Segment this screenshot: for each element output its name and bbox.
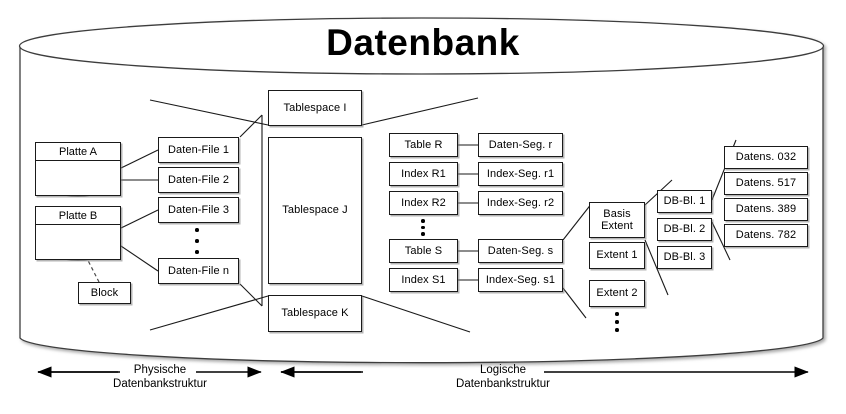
footer-physical-line1: Physische xyxy=(133,364,187,376)
segment-index-r2[interactable]: Index-Seg. r2 xyxy=(478,191,563,215)
segment-daten-s[interactable]: Daten-Seg. s xyxy=(478,239,563,263)
disk-platte-b-label: Platte B xyxy=(36,207,120,225)
extents-ellipsis-icon xyxy=(614,312,620,332)
tablespace-j[interactable]: Tablespace J xyxy=(268,137,362,284)
data-file-1[interactable]: Daten-File 1 xyxy=(158,137,239,163)
record-389[interactable]: Datens. 389 xyxy=(724,198,808,221)
object-table-r[interactable]: Table R xyxy=(389,133,458,157)
segment-index-r1[interactable]: Index-Seg. r1 xyxy=(478,162,563,186)
record-517[interactable]: Datens. 517 xyxy=(724,172,808,195)
db-block-2[interactable]: DB-Bl. 2 xyxy=(657,218,712,241)
extent-basis-line1: Basis xyxy=(603,207,631,220)
object-index-s1[interactable]: Index S1 xyxy=(389,268,458,292)
disk-platte-b[interactable]: Platte B xyxy=(35,206,121,260)
tablespace-i[interactable]: Tablespace I xyxy=(268,90,362,126)
segment-index-s1[interactable]: Index-Seg. s1 xyxy=(478,268,563,292)
db-block-3[interactable]: DB-Bl. 3 xyxy=(657,246,712,269)
disk-platte-a-body xyxy=(36,161,120,196)
footer-logical-label: Logische Datenbankstruktur xyxy=(443,363,563,392)
record-032[interactable]: Datens. 032 xyxy=(724,146,808,169)
object-index-r1[interactable]: Index R1 xyxy=(389,162,458,186)
objects-ellipsis-icon xyxy=(420,219,426,236)
connector-lines xyxy=(120,97,737,333)
footer-logical-line2: Datenbankstruktur xyxy=(456,378,550,391)
extent-1[interactable]: Extent 1 xyxy=(589,242,645,269)
data-file-3[interactable]: Daten-File 3 xyxy=(158,197,239,223)
footer-physical-line2: Datenbankstruktur xyxy=(113,378,207,391)
extent-basis[interactable]: Basis Extent xyxy=(589,202,645,238)
disk-platte-b-body xyxy=(36,225,120,260)
extent-basis-line2: Extent xyxy=(601,220,633,232)
data-file-2[interactable]: Daten-File 2 xyxy=(158,167,239,193)
page-title: Datenbank xyxy=(326,22,520,63)
record-782[interactable]: Datens. 782 xyxy=(724,224,808,247)
footer-physical-label: Physische Datenbankstruktur xyxy=(100,363,220,392)
segment-daten-r[interactable]: Daten-Seg. r xyxy=(478,133,563,157)
db-block-1[interactable]: DB-Bl. 1 xyxy=(657,190,712,213)
object-table-s[interactable]: Table S xyxy=(389,239,458,263)
tablespace-k[interactable]: Tablespace K xyxy=(268,295,362,332)
object-index-r2[interactable]: Index R2 xyxy=(389,191,458,215)
extent-2[interactable]: Extent 2 xyxy=(589,280,645,307)
block-box[interactable]: Block xyxy=(78,282,131,304)
block-pointer-line xyxy=(77,240,100,283)
data-file-n[interactable]: Daten-File n xyxy=(158,258,239,284)
disk-platte-a[interactable]: Platte A xyxy=(35,142,121,196)
footer-logical-line1: Logische xyxy=(479,364,527,376)
data-files-ellipsis-icon xyxy=(194,228,200,254)
disk-platte-a-label: Platte A xyxy=(36,143,120,161)
